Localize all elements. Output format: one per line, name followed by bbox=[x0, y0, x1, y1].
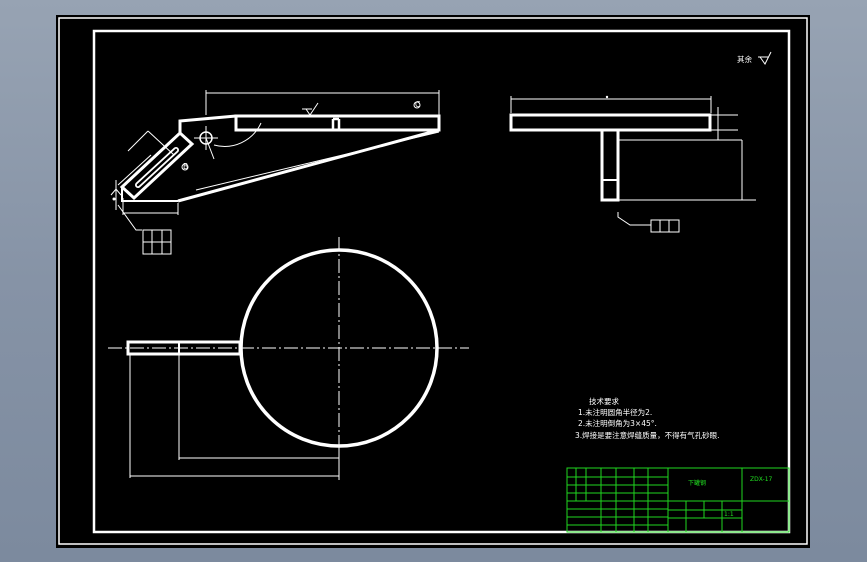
side-view: C B bbox=[110, 90, 441, 255]
bolt-callout-label: B bbox=[183, 162, 188, 171]
tech-req-item-1: 1.未注明圆角半径为2. bbox=[578, 407, 652, 417]
weld-symbol-box bbox=[142, 229, 172, 255]
technical-requirements: 技术要求 1.未注明圆角半径为2. 2.未注明倒角为3×45°. 3.焊接是要注… bbox=[575, 396, 720, 440]
swing-arc bbox=[213, 122, 262, 147]
title-block: 下罐钢 ZDX-17 1:1 bbox=[566, 467, 790, 533]
end-weld-box bbox=[650, 219, 680, 233]
drawing-number: ZDX-17 bbox=[750, 476, 773, 483]
surface-note-label: 其余 bbox=[737, 54, 752, 64]
end-view bbox=[509, 95, 756, 233]
top-view bbox=[108, 237, 469, 480]
drawing-scale: 1:1 bbox=[724, 511, 734, 518]
surface-roughness-note: 其余 bbox=[737, 51, 772, 65]
tech-req-title: 技术要求 bbox=[589, 396, 619, 406]
weld-mark-icon bbox=[302, 102, 319, 116]
side-callout-label: C bbox=[415, 100, 420, 109]
outer-sheet-border bbox=[58, 17, 808, 545]
tech-req-item-3: 3.焊接是要注意焊缝质量，不得有气孔砂眼. bbox=[575, 430, 720, 440]
tech-req-item-2: 2.未注明倒角为3×45°. bbox=[578, 418, 657, 428]
drawing-sheet: 其余 C B bbox=[58, 17, 808, 545]
drawing-title: 下罐钢 bbox=[688, 479, 706, 487]
cad-drawing-viewport[interactable]: 其余 C B bbox=[56, 15, 810, 548]
inner-drawing-frame bbox=[92, 29, 791, 534]
roughness-symbol-icon bbox=[759, 51, 772, 65]
